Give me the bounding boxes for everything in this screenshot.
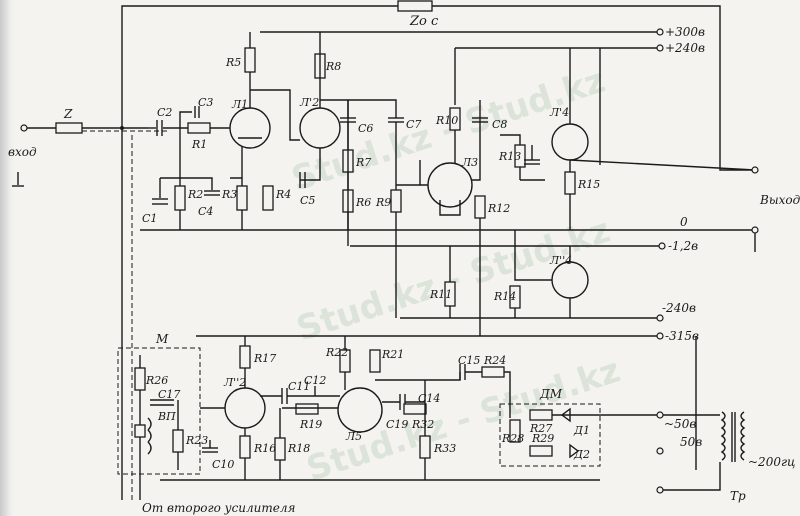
vp-coil [147,417,152,455]
svg-text:R11: R11 [429,288,452,301]
svg-text:C5: C5 [300,194,315,207]
svg-text:R23: R23 [185,434,208,447]
svg-text:C2: C2 [157,106,172,119]
svg-text:R7: R7 [355,156,371,169]
transformer-primary [720,411,726,461]
vp-label: ВП [157,410,176,423]
svg-text:R14: R14 [493,290,516,303]
svg-text:Л1: Л1 [231,98,248,111]
svg-text:R18: R18 [287,442,310,455]
from-second-amp-label: От второго усилителя [142,501,296,515]
svg-text:Л'4: Л'4 [549,106,569,119]
svg-text:R24: R24 [483,354,506,367]
svg-text:R13: R13 [498,150,521,163]
page-binding-shadow [0,0,14,516]
svg-text:R16: R16 [253,442,276,455]
minus-240-label: -240в [662,301,696,315]
svg-text:C8: C8 [492,118,507,131]
tube-l3 [427,162,473,208]
svg-text:C19: C19 [386,418,408,431]
tube-l2b [224,387,266,429]
svg-text:R12: R12 [487,202,510,215]
svg-text:R26: R26 [145,374,168,387]
v300-label: +300в [665,25,705,39]
svg-text:R19: R19 [299,418,322,431]
svg-text:Л3: Л3 [461,156,478,169]
svg-text:Д1: Д1 [573,424,590,437]
svg-text:R17: R17 [253,352,276,365]
output-label: Выход [759,193,800,207]
output-terminal[interactable] [751,166,759,174]
r1 [187,122,211,134]
tube-l4b [551,261,589,299]
svg-text:R33: R33 [433,442,456,455]
tube-l4a [551,123,589,161]
v240-label: +240в [665,41,705,55]
svg-text:R10: R10 [435,114,458,127]
svg-text:R3: R3 [221,188,237,201]
svg-text:C7: C7 [406,118,421,131]
svg-text:Л'2: Л'2 [299,96,319,109]
svg-text:Л''2: Л''2 [223,376,246,389]
z-label: Z [63,107,73,121]
tube-l2 [299,107,341,149]
zero-label: 0 [680,215,688,229]
ac200-label: ~200гц [748,455,795,469]
svg-text:R32: R32 [411,418,434,431]
svg-text:R2: R2 [187,188,203,201]
tube-l1 [229,107,271,149]
svg-text:R6: R6 [355,196,371,209]
svg-text:R28: R28 [501,432,524,445]
diode-d2 [569,443,580,459]
tr-label: Тр [730,489,746,503]
svg-text:R9: R9 [375,196,391,209]
svg-text:C12: C12 [304,374,326,387]
ac50a-label: ~50в [664,417,696,431]
transformer-secondary [740,411,746,461]
svg-text:Д2: Д2 [573,448,590,461]
input-label: вход [8,145,37,159]
module-m-label: М [155,332,169,346]
svg-text:Л''4: Л''4 [549,254,572,267]
minus-1v2-label: -1,2в [668,239,698,253]
svg-text:R8: R8 [325,60,341,73]
svg-text:C10: C10 [212,458,234,471]
svg-text:R22: R22 [325,346,348,359]
module-dm-box [499,403,601,467]
feedback-impedance-label: Zо с [409,14,439,29]
svg-text:R21: R21 [381,348,404,361]
svg-text:C17: C17 [158,388,180,401]
ac50b-label: 50в [680,435,702,449]
tube-l5 [337,387,383,433]
svg-text:C14: C14 [418,392,440,405]
svg-text:C15: C15 [458,354,480,367]
svg-text:C3: C3 [198,96,213,109]
svg-text:R1: R1 [191,138,207,151]
minus-315-label: -315в [665,329,699,343]
svg-text:R27: R27 [529,422,552,435]
svg-text:R4: R4 [275,188,291,201]
z-impedance [55,122,83,134]
svg-text:R5: R5 [225,56,241,69]
module-dm-label: ДМ [539,387,563,401]
feedback-line [121,5,755,171]
input-terminal[interactable] [20,124,28,132]
svg-text:C4: C4 [198,205,213,218]
module-m-box [117,347,201,475]
svg-text:C1: C1 [142,212,157,225]
svg-text:C6: C6 [358,122,373,135]
feedback-impedance [397,0,433,12]
svg-text:R15: R15 [577,178,600,191]
svg-text:R29: R29 [531,432,554,445]
svg-text:C11: C11 [288,380,310,393]
svg-text:Л5: Л5 [345,430,362,443]
